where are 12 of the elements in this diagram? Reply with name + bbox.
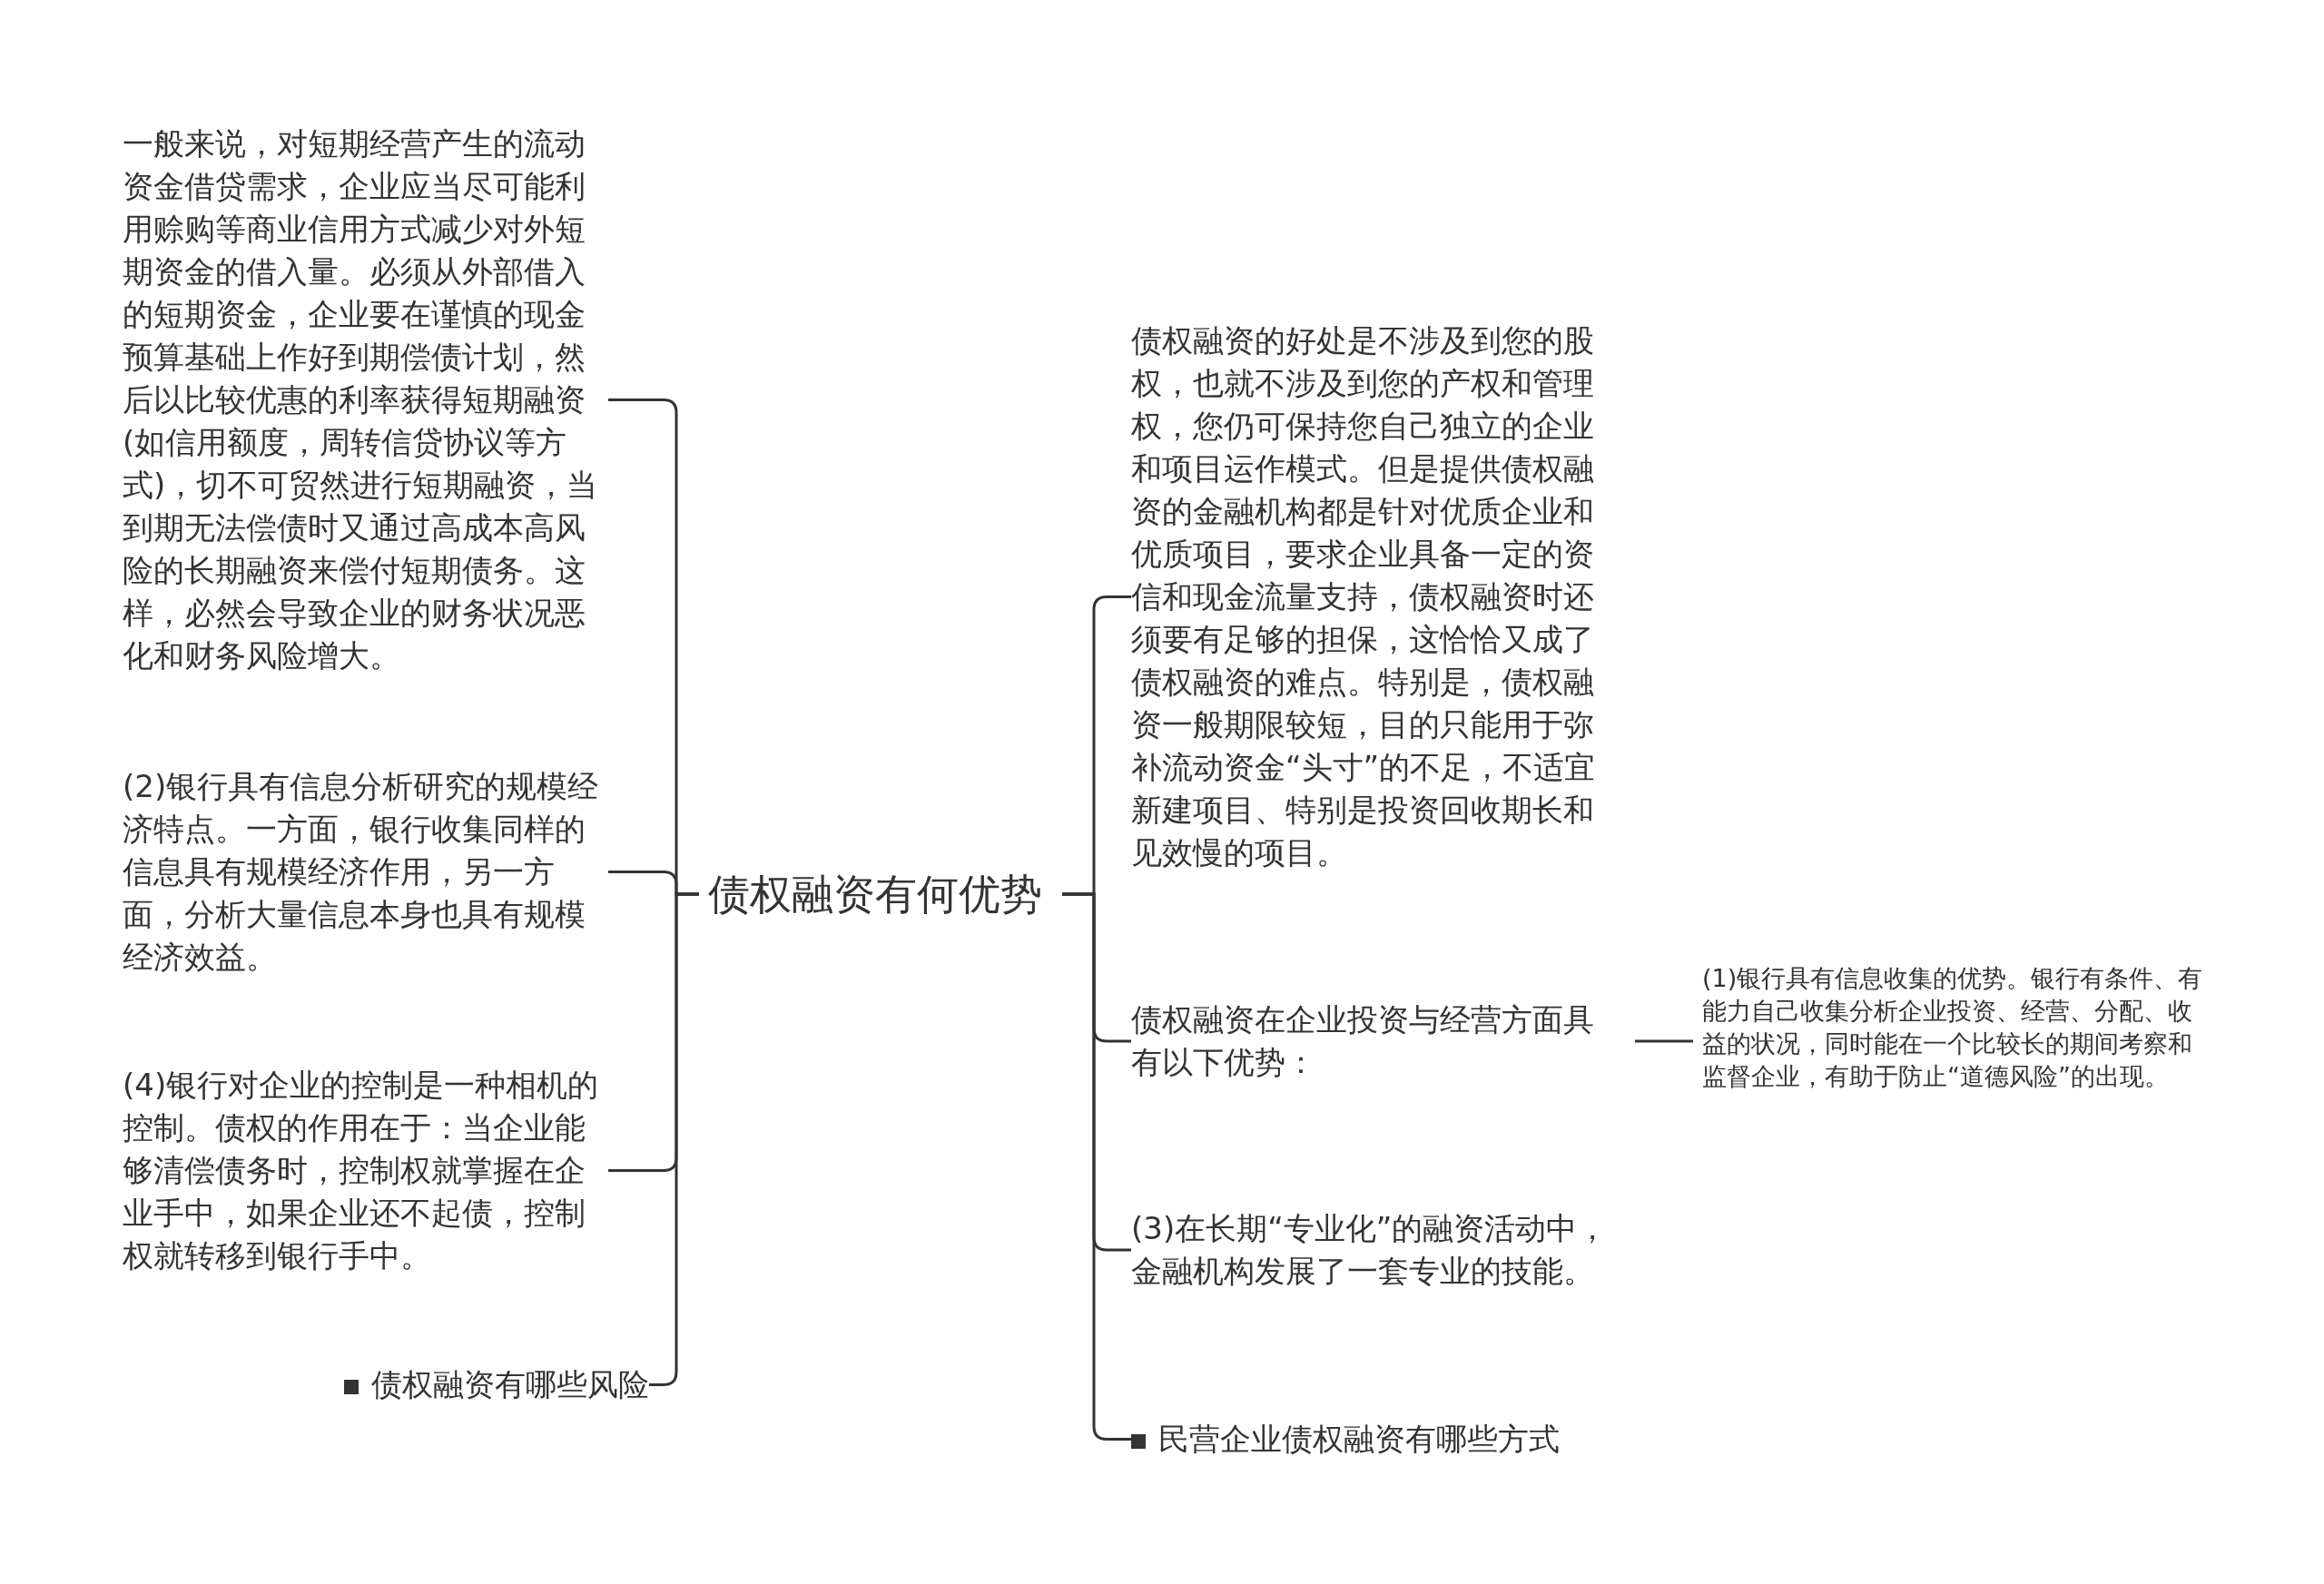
topic-text: 债权融资在企业投资与经营方面具有以下优势： bbox=[1131, 1000, 1595, 1082]
topic-text: 民营企业债权融资有哪些方式 bbox=[1158, 1421, 1560, 1457]
central-topic: 债权融资有何优势 bbox=[708, 869, 1043, 920]
topic-text: 债权融资的好处是不涉及到您的股权，也就不涉及到您的产权和管理权，您仍可保持您自己独立的企业和项目运作模式。但是提供债权融资的金融机构都是针对优质企业和优质项目，要求企业具备一定的资信和现金流量支持，债权融资时还须要有足够的担保，这恰恰又成了债权融资的难点。特别是，债权融资一般期限较短，目的只能用于弥补流动资金“头寸”的不足，不适宜新建项目、特别是投资回收期长和见效慢的项目。 bbox=[1131, 321, 1597, 872]
connector-line bbox=[1635, 1039, 1693, 1043]
connector-line bbox=[1062, 892, 1131, 1441]
subtopic-text: (1)银行具有信息收集的优势。银行有条件、有能力自己收集分析企业投资、经营、分配、收益的状况，同时能在一个比较长的期间考察和监督企业，有助于防止“道德风险”的出现。 bbox=[1702, 963, 2204, 1092]
topic-text: 债权融资有哪些风险 bbox=[371, 1366, 649, 1402]
topic-text: (4)银行对企业的控制是一种相机的控制。债权的作用在于：当企业能够清偿债务时，控制权就掌握在企业手中，如果企业还不起债，控制权就转移到银行手中。 bbox=[123, 1066, 600, 1275]
topic-text: 一般来说，对短期经营产生的流动资金借贷需求，企业应当尽可能利用赊购等商业信用方式减少对外短期资金的借入量。必须从外部借入的短期资金，企业要在谨慎的现金预算基础上作好到期偿债计划，然后以比较优惠的利率获得短期融资(如信用额度，周转信贷协议等方式)，切不可贸然进行短期融资，当到期无法偿债时又通过高成本高风险的长期融资来偿付短期债务。这样，必然会导致企业的财务状况恶化和财务风险增大。 bbox=[123, 124, 599, 675]
topic-text: (2)银行具有信息分析研究的规模经济特点。一方面，银行收集同样的信息具有规模经济作用，另一方面，分析大量信息本身也具有规模经济效益。 bbox=[123, 767, 600, 977]
topic-text: (3)在长期“专业化”的融资活动中，金融机构发展了一套专业的技能。 bbox=[1131, 1209, 1610, 1291]
